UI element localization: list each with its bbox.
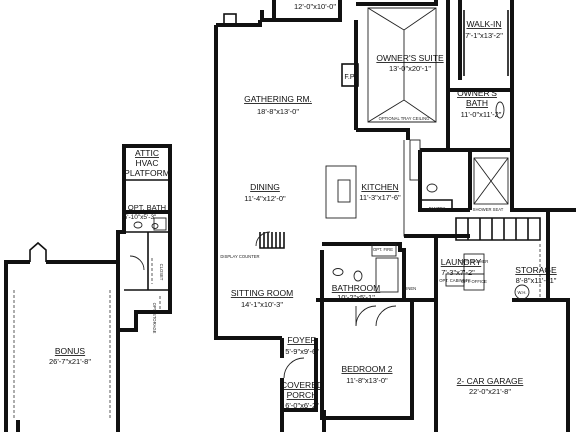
tray-ceiling-label: OPTIONAL TRAY CEILING [379,116,430,121]
bonus-label: BONUS [55,346,86,356]
opt-office-label: OPT. OFFICE [461,279,487,284]
water-heater [514,284,530,300]
owners-bath-label-2: BATH [466,98,488,108]
kitchen-dim: 11'-3"x17'-6" [359,193,401,202]
bedroom2-label: BEDROOM 2 [341,364,392,374]
gathering-dim: 18'-8"x13'-0" [257,107,299,116]
opt-bath-upper-wall [124,231,170,291]
garage-stair [455,217,541,241]
storage-label: STORAGE [515,265,557,275]
owners-toilet [426,183,438,193]
sitting-label: SITTING ROOM [231,288,293,298]
owners-vanity [409,139,421,181]
bedroom2-walls [316,298,414,420]
upper-opt-storage-label: OPT. STORAGE [152,303,157,334]
foyer-label: FOYER [287,335,316,345]
kitchen-island [325,165,357,219]
bath-sink [332,268,344,276]
attic-label-1: ATTIC [135,148,159,158]
foyer-dim: 5'-9"x9'-6" [285,347,319,356]
bedroom2-dim: 11'-8"x13'-0" [346,376,388,385]
foyer-walls [280,338,318,412]
porch-walls [280,410,326,432]
upper-bath-sink [151,223,159,229]
bathroom-dim: 10'-2"x5'-1" [337,293,375,302]
top-room-wall [260,0,342,22]
main-stair [259,232,285,249]
sitting-door [255,231,271,247]
fireplace [341,63,359,87]
attic-label-3: PLATFORM [124,168,170,178]
walk-in-label: WALK-IN [466,19,501,29]
laundry-label: LAUNDRY [441,257,482,267]
storage-walls [510,150,548,302]
owners-suite-north [356,0,438,6]
kitchen-counter [403,140,420,237]
owners-suite-south [356,128,410,140]
top-room-dim: 12'-0"x10'-0" [294,2,336,11]
bedroom2-door-l [355,305,377,327]
shower [473,157,509,205]
dining-label: DINING [250,182,280,192]
sitting-dim: 14'-1"x10'-3" [241,300,283,309]
pantry-walls [420,199,453,212]
linen-label: LINEN [404,286,416,291]
walk-in-dim: 7'-1"x13'-2" [465,31,503,40]
display-counter-label: DISPLAY COUNTER [220,254,259,259]
upper-level: BONUS 26'-7"x21'-8" ATTIC HVAC PLATFORM … [4,144,172,432]
porch-door [283,357,305,379]
upper-closet-label: CLOSET [159,264,164,281]
owners-bath-walls [418,88,512,212]
owners-bath-dim: 11'-0"x11'-2" [461,110,502,119]
walk-in-walls [458,0,514,150]
garage-walls [434,208,576,432]
porch-dim: 6'-0"x6'-2" [285,401,319,410]
upper-stair [29,241,47,262]
attic-label-2: HVAC [136,158,159,168]
opt-washer-label: OPT. WASHER [460,259,489,264]
upper-bath-toilet [133,221,143,229]
owners-bath-label-1: OWNER'S [457,88,497,98]
tray-ceiling [367,7,437,123]
gathering-label: GATHERING RM. [244,94,312,104]
porch-label-2: PORCH [287,390,318,400]
opt-bath-upper-label: OPT. BATH [128,203,166,212]
bedroom2-door-r [375,305,397,327]
upper-door-swing [129,255,145,271]
bathroom-label: BATHROOM [332,283,380,293]
owners-suite-label: OWNER'S SUITE [376,53,444,63]
bath-toilet [353,270,363,282]
storage-dim: 8'-8"x11'-11" [516,276,557,285]
laundry-dim: 7'-3"x7'-2" [441,268,475,277]
opt-fire-box [371,243,397,257]
panel-box [223,13,237,25]
porch-label-1: COVERED [281,380,323,390]
garage-dim: 22'-0"x21'-8" [469,387,511,396]
shower-x [473,157,509,205]
dining-dim: 11'-4"x12'-0" [244,194,286,203]
owners-suite-dim: 13'-0"x20'-1" [389,64,431,73]
bonus-dim: 26'-7"x21'-8" [49,357,91,366]
fp-label: F.P. [344,74,355,81]
main-west-wall [214,25,282,340]
bath-tub [375,257,399,293]
garage-label: 2- CAR GARAGE [457,376,524,386]
shower-seat-label: SHOWER SEAT [473,207,504,212]
owners-tub [495,101,505,119]
laundry-walls [404,234,470,302]
kitchen-label: KITCHEN [361,182,398,192]
opt-cabinets-label: OPT. CABINETS [439,278,471,283]
laundry-cabinets [445,273,465,287]
opt-bath-upper-dim: 5'-10"x5'-3" [124,214,157,221]
pantry-label: PANTRY [429,206,446,211]
opt-fire-label: OPT. FIRE [373,247,393,252]
kitchen-sink [337,179,351,203]
water-heater-label: W.H. [517,290,526,295]
attic-walls [122,144,172,212]
walk-in-shelf [463,10,509,76]
main-level: 12'-0"x10'-0" GATHERING RM. 18'-8"x13'-0… [214,0,576,432]
